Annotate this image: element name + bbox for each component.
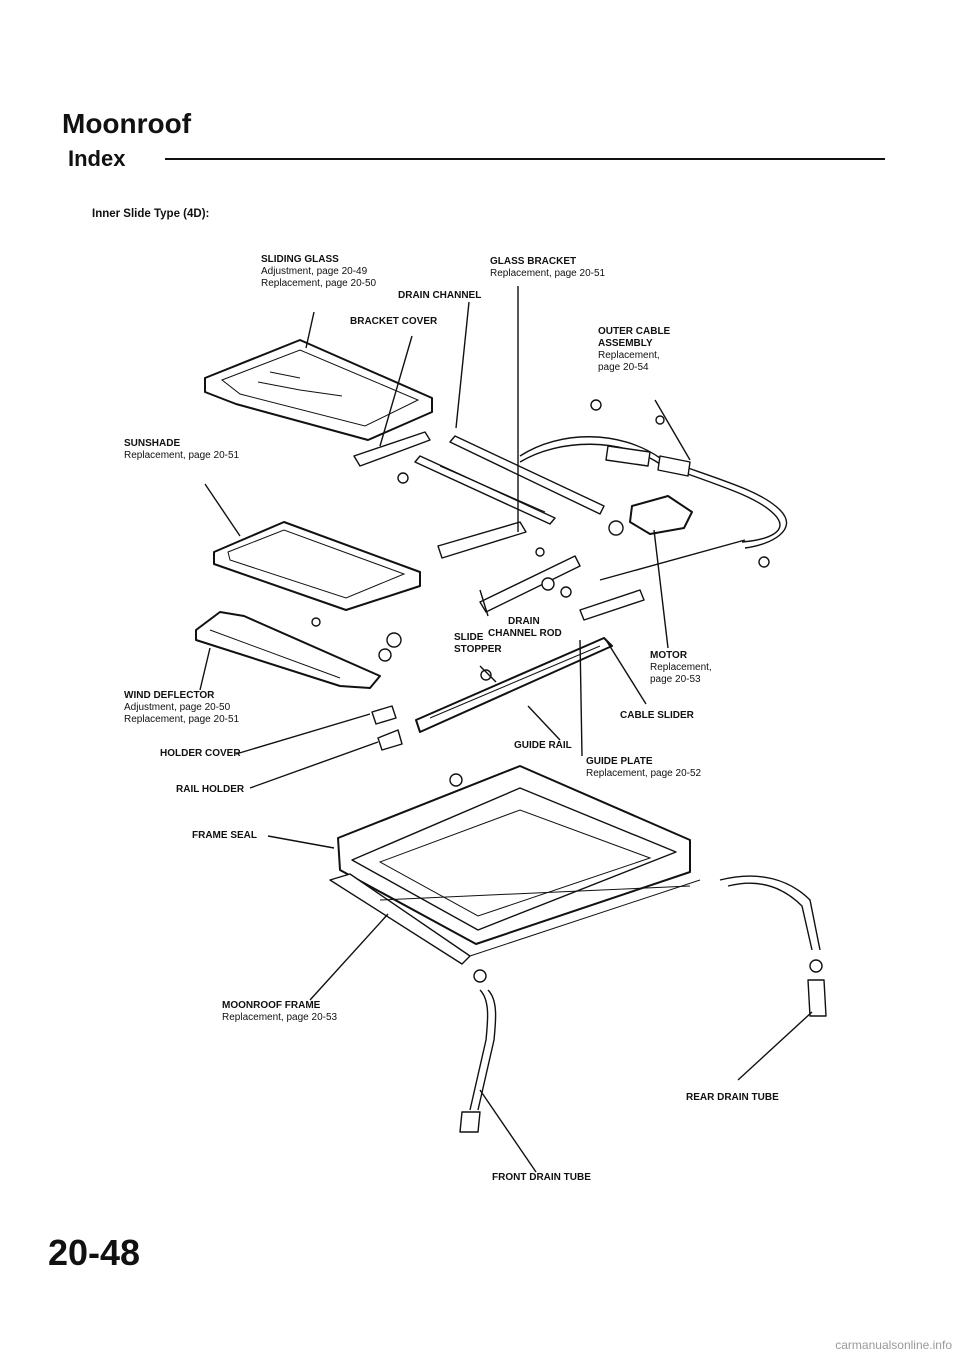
leader-lines bbox=[199, 286, 813, 1173]
sliding-glass-part bbox=[204, 339, 433, 441]
title-rule bbox=[165, 158, 885, 160]
fasteners bbox=[311, 399, 770, 787]
label-slide-stopper: SLIDE STOPPER bbox=[454, 632, 502, 655]
guide-rail-part bbox=[415, 637, 613, 733]
label-rear-drain-tube: REAR DRAIN TUBE bbox=[686, 1092, 779, 1103]
footer-watermark: carmanualsonline.info bbox=[835, 1338, 952, 1352]
page-number: 20-48 bbox=[48, 1232, 141, 1273]
wind-deflector-part bbox=[195, 611, 381, 689]
label-guide-plate: GUIDE PLATE Replacement, page 20-52 bbox=[586, 756, 702, 779]
label-drain-channel: DRAIN CHANNEL bbox=[398, 290, 482, 301]
sunshade-part bbox=[213, 521, 421, 611]
drain-channel-part bbox=[414, 435, 605, 525]
label-frame-seal: FRAME SEAL bbox=[192, 830, 257, 841]
label-rail-holder: RAIL HOLDER bbox=[176, 784, 245, 795]
holder-rail-parts bbox=[371, 632, 403, 751]
label-holder-cover: HOLDER COVER bbox=[160, 748, 241, 759]
rear-drain-tube-part bbox=[719, 875, 827, 1017]
page-subtitle: Index bbox=[68, 146, 126, 171]
drain-channel-rod-part bbox=[437, 521, 645, 621]
label-sliding-glass: SLIDING GLASS Adjustment, page 20-49 Rep… bbox=[261, 254, 377, 289]
motor-part bbox=[608, 495, 693, 536]
label-guide-rail: GUIDE RAIL bbox=[514, 740, 572, 751]
label-drain-channel-rod: DRAIN CHANNEL ROD bbox=[488, 616, 562, 639]
outer-cable-part bbox=[519, 436, 788, 581]
bracket-cover-part bbox=[353, 431, 431, 467]
label-motor: MOTOR Replacement, page 20-53 bbox=[650, 650, 712, 685]
label-outer-cable-assembly: OUTER CABLE ASSEMBLY Replacement, page 2… bbox=[598, 326, 671, 373]
label-glass-bracket: GLASS BRACKET Replacement, page 20-51 bbox=[490, 256, 606, 279]
label-cable-slider: CABLE SLIDER bbox=[620, 710, 694, 721]
front-drain-tube-part bbox=[459, 969, 497, 1133]
section-heading: Inner Slide Type (4D): bbox=[92, 208, 210, 220]
moonroof-frame-part bbox=[329, 765, 701, 965]
label-bracket-cover: BRACKET COVER bbox=[350, 316, 438, 327]
label-wind-deflector: WIND DEFLECTOR Adjustment, page 20-50 Re… bbox=[124, 690, 240, 725]
label-sunshade: SUNSHADE Replacement, page 20-51 bbox=[124, 438, 240, 461]
page-title: Moonroof bbox=[62, 108, 192, 139]
label-moonroof-frame: MOONROOF FRAME Replacement, page 20-53 bbox=[222, 1000, 338, 1023]
label-front-drain-tube: FRONT DRAIN TUBE bbox=[492, 1172, 591, 1183]
